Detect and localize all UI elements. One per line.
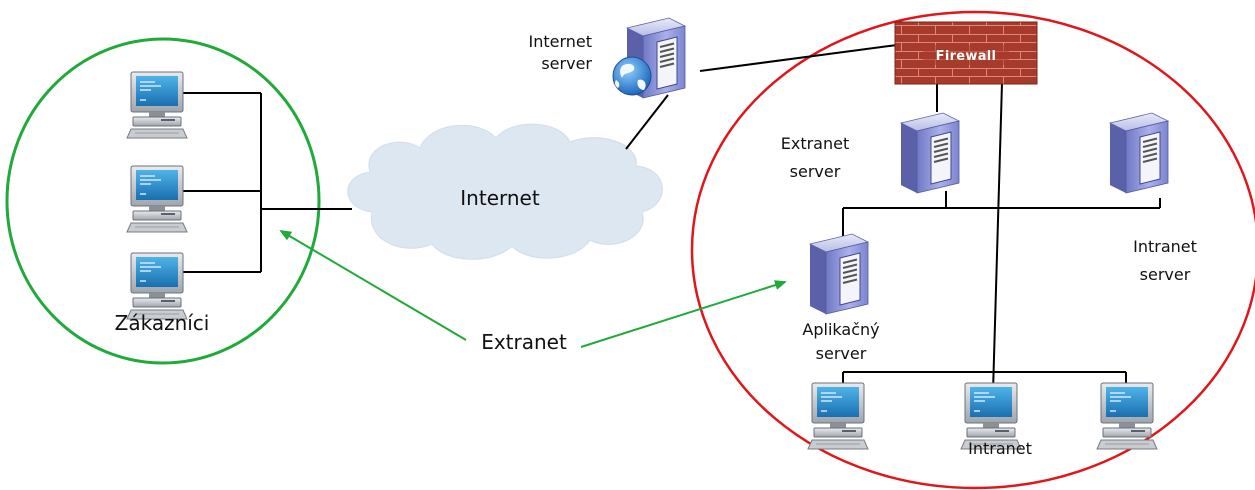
intranet-server-label: Intranet server <box>1133 237 1197 284</box>
link-internet-server <box>625 94 669 150</box>
intranet-server-icon <box>1109 112 1169 194</box>
application-server-icon <box>809 233 869 315</box>
application-server-label: Aplikačný server <box>802 320 880 363</box>
extranet-arrow-right <box>580 280 787 348</box>
customer-computer-2-icon <box>126 165 188 233</box>
customers-links <box>183 92 352 273</box>
internet-links <box>625 44 898 150</box>
internet-server-label: Internet server <box>528 32 592 73</box>
internet-label: Internet <box>460 186 540 210</box>
company-zone-ellipse <box>690 10 1255 490</box>
intranet-computer-1-icon <box>807 382 869 450</box>
extranet-arrow-left <box>279 229 467 341</box>
customer-computer-3-icon <box>126 252 188 320</box>
cloud-icon <box>347 123 663 260</box>
customer-computer-1-icon <box>126 71 188 139</box>
globe-icon <box>612 56 652 96</box>
extranet-label: Extranet <box>481 330 567 354</box>
link-firewall-intranet <box>992 82 1003 393</box>
customers-zone-ellipse <box>5 37 321 365</box>
extranet-arrows <box>279 229 787 348</box>
extranet-server-label: Extranet server <box>780 134 850 181</box>
intranet-label: Intranet <box>968 439 1032 458</box>
extranet-server-icon <box>900 112 960 194</box>
firewall-label: Firewall <box>936 49 997 64</box>
customers-label: Zákazníci <box>114 311 210 335</box>
company-links <box>842 82 1161 393</box>
link-server-firewall <box>699 44 898 72</box>
firewall-icon: Firewall <box>894 21 1038 85</box>
